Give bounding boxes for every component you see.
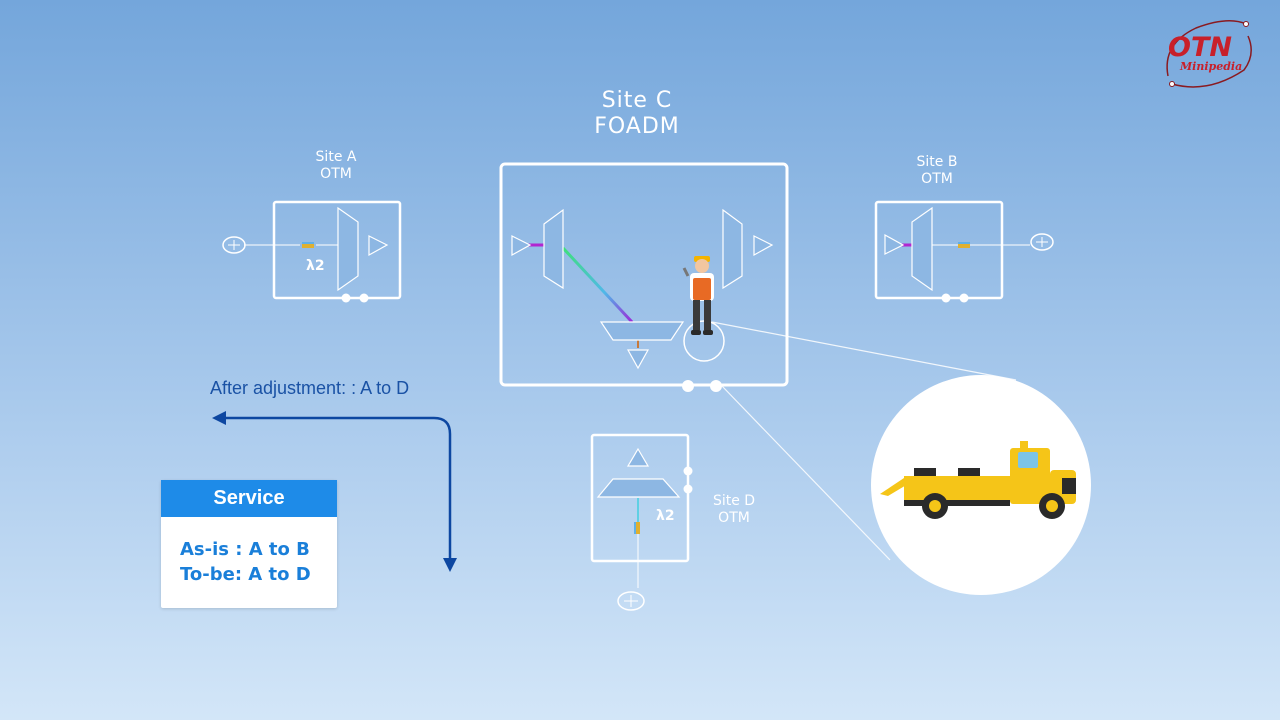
amplifier-icon <box>511 235 532 257</box>
site-c-label: Site C FOADM <box>560 88 714 141</box>
mux-icon <box>722 208 743 290</box>
site-a-wavelength: λ2 <box>306 258 325 274</box>
fibers <box>244 243 1030 588</box>
site-d-name: Site D <box>712 493 756 509</box>
site-d-label: Site D OTM <box>698 493 770 527</box>
site-c-box <box>499 162 789 392</box>
logo-title: OTN <box>1168 32 1232 63</box>
site-c-type: FOADM <box>594 114 680 140</box>
mux-icon <box>337 206 359 292</box>
drop-mux-icon <box>599 321 685 341</box>
transponder-icon <box>958 242 970 248</box>
site-b-type: OTM <box>921 170 953 187</box>
amplifier-icon <box>884 233 905 255</box>
site-d-wavelength: λ2 <box>656 508 675 524</box>
site-b-name: Site B <box>916 154 958 170</box>
amplifier-icon <box>753 235 774 257</box>
zoom-lines <box>711 321 1017 561</box>
router-icon <box>222 236 246 254</box>
site-b-box <box>874 200 1004 303</box>
after-adjustment-label: After adjustment: : A to D <box>210 378 410 398</box>
adjustment-arrow <box>212 411 457 572</box>
site-a-box <box>272 200 402 303</box>
service-card: Service As-is : A to B To-be: A to D <box>161 480 337 608</box>
logo-subtitle: Minipedia <box>1179 60 1242 73</box>
site-a-name: Site A <box>315 149 357 165</box>
site-a-type: OTM <box>320 165 352 182</box>
transponder-icon <box>302 242 314 248</box>
router-icon <box>617 591 645 611</box>
amplifier-icon <box>626 447 650 467</box>
mux-icon <box>543 208 564 290</box>
logo-icon: OTN Minipedia <box>1166 20 1252 88</box>
transponder-icon <box>634 522 640 534</box>
mux-icon <box>911 206 933 292</box>
technician-icon <box>682 256 714 335</box>
router-icon <box>1030 233 1054 251</box>
site-d-box <box>590 433 693 563</box>
site-c-name: Site C <box>601 88 673 113</box>
site-d-type: OTM <box>718 509 750 526</box>
mux-icon <box>596 478 681 498</box>
truck-detail <box>871 375 1091 595</box>
service-as-is: As-is : A to B <box>180 539 310 560</box>
service-title: Service <box>161 480 337 517</box>
service-to-be: To-be: A to D <box>180 564 311 585</box>
site-a-label: Site A OTM <box>286 149 386 183</box>
amplifier-icon <box>626 349 650 370</box>
amplifier-icon <box>368 235 389 257</box>
site-b-label: Site B OTM <box>887 154 987 188</box>
truck-icon <box>880 441 1076 519</box>
